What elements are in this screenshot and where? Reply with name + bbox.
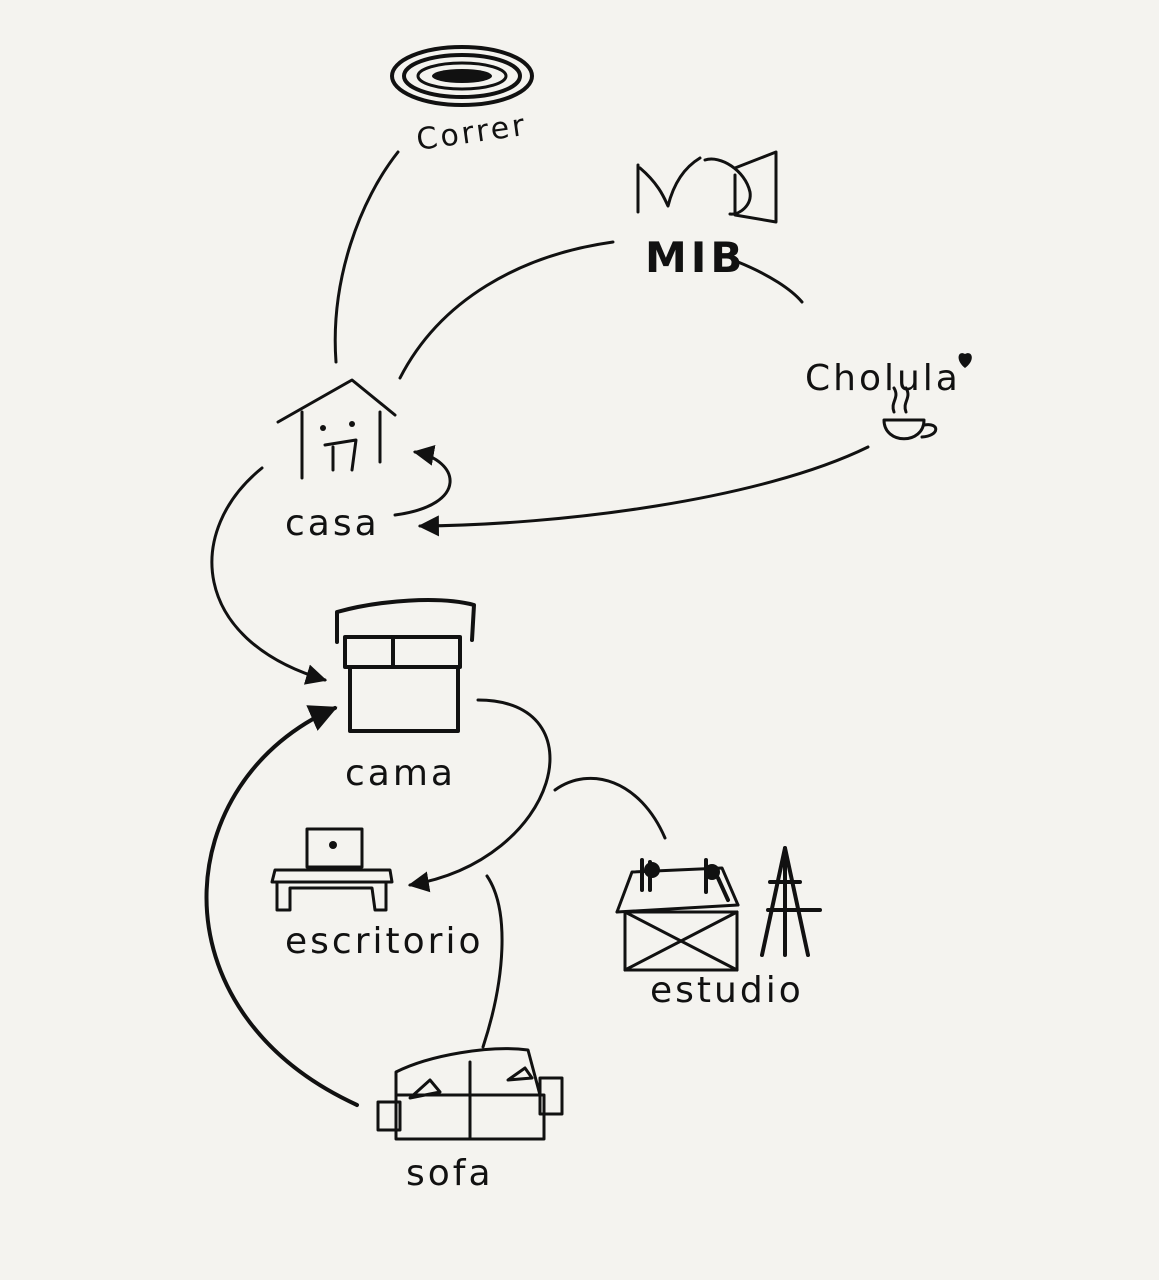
node-cholula: Cholula [805, 353, 972, 441]
node-label-casa: casa [285, 503, 380, 544]
sofa-icon [376, 1047, 564, 1141]
node-label-escritorio: escritorio [285, 921, 483, 962]
node-escritorio: escritorio [270, 827, 483, 962]
bed-icon [335, 598, 476, 733]
node-label-correr: Correr [414, 108, 529, 158]
edge-cama-escritorio [407, 698, 552, 893]
node-casa: casa [276, 378, 397, 544]
edge-mib-cholula [736, 260, 804, 304]
node-correr: Correr [390, 45, 534, 158]
node-sofa: sofa [376, 1047, 564, 1194]
node-mib: MIB [636, 150, 778, 282]
studio-icon [615, 846, 822, 972]
node-label-mib: MIB [645, 233, 746, 282]
track-icon [390, 45, 534, 107]
edge-cholula-casa [417, 445, 870, 537]
edge-estudio-cama [553, 776, 667, 840]
node-label-estudio: estudio [650, 970, 804, 1011]
edge-casa-self-loop [393, 444, 452, 517]
node-cama: cama [335, 598, 476, 794]
house-icon [276, 378, 397, 480]
edges [204, 150, 870, 1107]
edge-casa-cama [210, 466, 328, 685]
edge-sofa-cama [204, 705, 359, 1107]
edge-correr-casa [333, 150, 400, 364]
edge-mib-casa [398, 240, 615, 380]
laptop-desk-icon [270, 827, 394, 912]
node-label-cholula: Cholula [805, 358, 961, 399]
heart-icon [958, 353, 972, 368]
node-estudio: estudio [615, 846, 822, 1011]
node-label-sofa: sofa [406, 1153, 494, 1194]
node-label-cama: cama [345, 753, 456, 794]
edge-sofa-escritorio [481, 874, 504, 1049]
mib-logo-icon [636, 150, 778, 224]
coffee-cup-icon [882, 386, 938, 441]
